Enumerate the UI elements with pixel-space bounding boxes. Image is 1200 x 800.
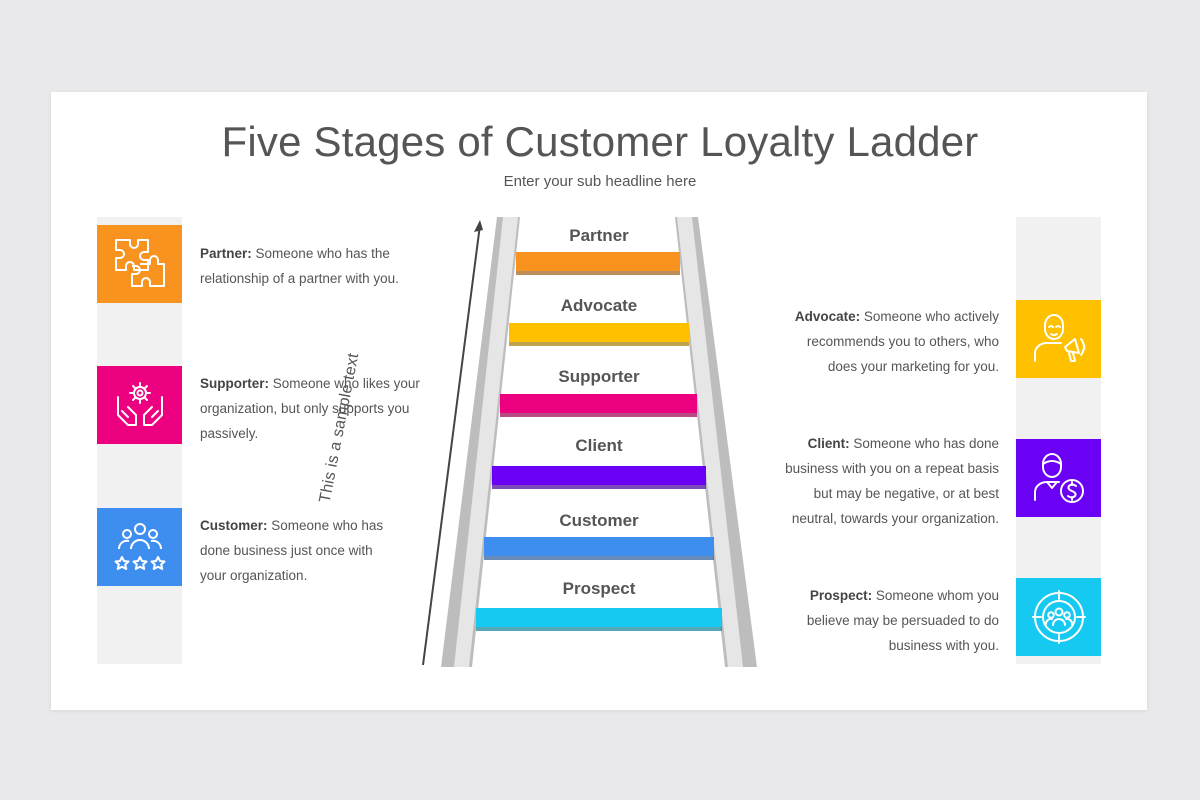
rung-edge-client xyxy=(492,485,706,489)
client-description: Client: Someone who has done business wi… xyxy=(774,431,999,531)
arrow-head-icon xyxy=(474,220,483,232)
ladder-graphic xyxy=(422,217,757,667)
advocate-term: Advocate: xyxy=(794,309,861,324)
rung-shadow-supporter xyxy=(500,413,697,417)
rung-edge-customer xyxy=(484,556,714,560)
rung-client xyxy=(492,466,706,485)
prospect-term: Prospect: xyxy=(809,588,873,603)
advocate-description: Advocate: Someone who actively recommend… xyxy=(774,304,999,379)
rung-label-partner: Partner xyxy=(569,226,629,245)
partner-term: Partner: xyxy=(200,246,252,261)
partner-description: Partner: Someone who has the relationshi… xyxy=(200,241,425,291)
rung-label-customer: Customer xyxy=(559,511,639,530)
customer-icon-box xyxy=(97,508,182,586)
advocate-icon-box xyxy=(1016,300,1101,378)
prospect-icon-box xyxy=(1016,578,1101,656)
rung-shadow-partner xyxy=(516,271,680,275)
customer-term: Customer: xyxy=(200,518,268,533)
page-subtitle: Enter your sub headline here xyxy=(503,173,697,190)
customer-description: Customer: Someone who has done business … xyxy=(200,513,400,588)
page-title: Five Stages of Customer Loyalty Ladder xyxy=(221,118,979,165)
megaphone-person-icon xyxy=(1033,314,1085,362)
supporter-description: Supporter: Someone who likes your organi… xyxy=(200,371,425,446)
prospect-description: Prospect: Someone whom you believe may b… xyxy=(794,583,999,658)
hands-gear-icon xyxy=(116,382,163,426)
rung-advocate xyxy=(509,323,689,342)
rung-shadow-prospect xyxy=(476,627,722,631)
right-rail-face xyxy=(677,217,743,667)
supporter-term: Supporter: xyxy=(200,376,269,391)
supporter-icon-box xyxy=(97,366,182,444)
advocate-text: Someone who actively recommends you to o… xyxy=(806,309,999,374)
rung-partner xyxy=(516,252,680,271)
client-term: Client: xyxy=(807,436,850,451)
puzzle-icon xyxy=(114,239,165,287)
rung-edge-supporter xyxy=(500,413,697,417)
rung-prospect xyxy=(476,608,722,627)
rung-edge-advocate xyxy=(509,342,689,346)
partner-icon-box xyxy=(97,225,182,303)
rung-shadow-customer xyxy=(484,556,714,560)
rung-edge-prospect xyxy=(476,627,722,631)
rung-shadow-client xyxy=(492,485,706,489)
rung-customer xyxy=(484,537,714,556)
client-text: Someone who has done business with you o… xyxy=(785,436,999,526)
rung-label-supporter: Supporter xyxy=(558,367,640,386)
rung-shadow-advocate xyxy=(509,342,689,346)
rung-label-client: Client xyxy=(575,436,623,455)
client-icon-box xyxy=(1016,439,1101,517)
target-group-icon xyxy=(1031,590,1086,644)
person-dollar-icon xyxy=(1033,453,1084,503)
growth-arrow-line xyxy=(422,224,481,666)
ladder-rungs xyxy=(476,252,722,631)
prospect-text: Someone whom you believe may be persuade… xyxy=(806,588,999,653)
rung-label-prospect: Prospect xyxy=(562,579,636,598)
left-rail-face xyxy=(454,217,518,667)
rung-edge-partner xyxy=(516,271,680,275)
customer-text: Someone who has done business just once … xyxy=(200,518,384,583)
partner-text: Someone who has the relationship of a pa… xyxy=(200,246,399,286)
rung-supporter xyxy=(500,394,697,413)
group-stars-icon xyxy=(114,523,165,570)
rung-label-advocate: Advocate xyxy=(560,296,638,315)
supporter-text: Someone who likes your organization, but… xyxy=(200,376,420,441)
